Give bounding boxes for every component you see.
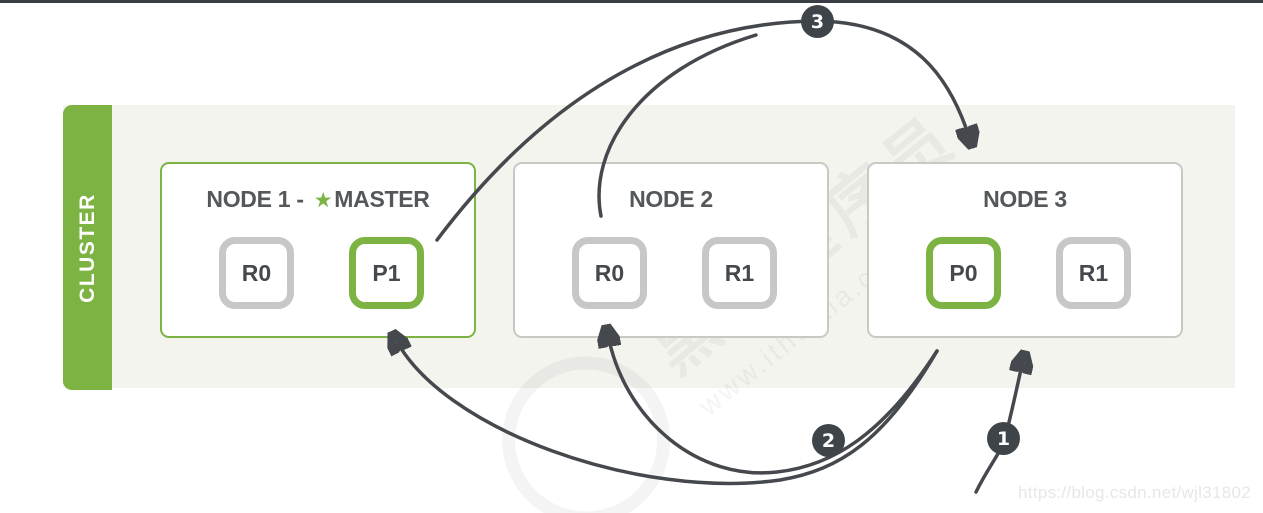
shard-r1-node3: R1 (1056, 237, 1131, 309)
shard-label: R1 (724, 259, 755, 286)
shard-label: P0 (949, 259, 978, 286)
shard-label: R0 (594, 259, 625, 286)
node-2-card: NODE 2 R0 R1 (513, 162, 829, 338)
step-3-badge: 3 (801, 5, 834, 38)
step-2-number: 2 (821, 429, 836, 452)
master-star-icon: ★ (313, 189, 333, 212)
shard-label: R1 (1078, 259, 1109, 286)
shard-p1-node1: P1 (349, 237, 424, 309)
master-label: MASTER (334, 186, 430, 212)
step-1-badge: 1 (987, 422, 1020, 455)
shard-label: R0 (241, 259, 272, 286)
shard-r0-node2: R0 (572, 237, 647, 309)
csdn-watermark: https://blog.csdn.net/wjl31802 (1018, 483, 1251, 502)
node-2-title: NODE 2 (629, 186, 713, 212)
node-3-title: NODE 3 (983, 186, 1067, 212)
shard-p0-node3: P0 (926, 237, 1001, 309)
cluster-label: CLUSTER (75, 192, 99, 303)
node-1-title: NODE 1 - ★MASTER (162, 186, 474, 213)
top-border-strip (0, 0, 1263, 3)
cluster-label-bar: CLUSTER (63, 105, 112, 390)
shard-r1-node2: R1 (702, 237, 777, 309)
node-1-card: NODE 1 - ★MASTER R0 P1 (160, 162, 476, 338)
node-1-title-text: NODE 1 - (206, 186, 310, 212)
step-2-badge: 2 (812, 424, 845, 457)
node-3-card: NODE 3 P0 R1 (867, 162, 1183, 338)
step-3-number: 3 (810, 10, 825, 33)
shard-r0-node1: R0 (219, 237, 294, 309)
shard-label: P1 (372, 259, 401, 286)
step-1-number: 1 (996, 427, 1011, 450)
